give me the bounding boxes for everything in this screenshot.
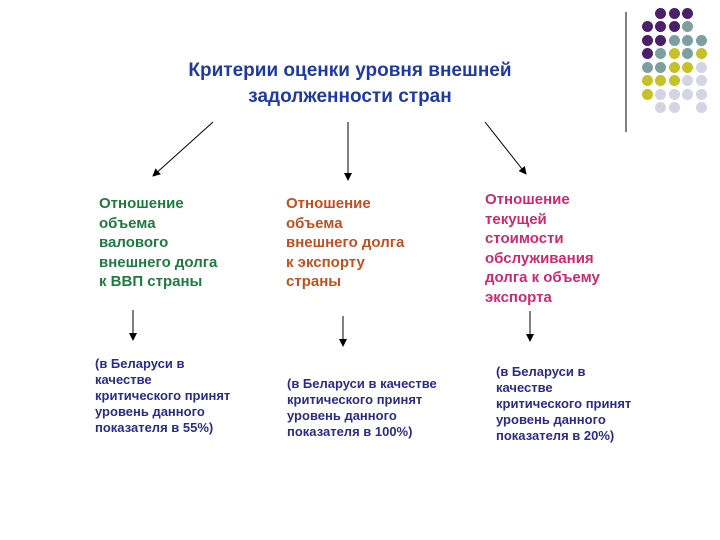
- note-threshold-20: (в Беларуси в качестве критического прин…: [496, 364, 631, 444]
- criterion-line: стоимости: [485, 230, 564, 247]
- decor-dot: [695, 34, 707, 46]
- decor-dot: [668, 88, 680, 100]
- decor-dot: [668, 34, 680, 46]
- criterion-line: объема: [286, 214, 343, 232]
- decor-dot: [668, 48, 680, 59]
- decor-dot: [655, 61, 666, 73]
- note-threshold-100: (в Беларуси в качестве критического прин…: [287, 376, 437, 440]
- note-line: уровень данного: [95, 404, 205, 419]
- note-line: качестве: [496, 380, 553, 395]
- criterion-line: внешнего долга: [286, 234, 405, 251]
- criterion-line: экспорта: [485, 288, 552, 306]
- decor-dot: [695, 88, 707, 100]
- criterion-line: долга к объему: [485, 269, 600, 286]
- decor-dot: [695, 75, 707, 86]
- note-line: уровень данного: [496, 412, 606, 427]
- note-line: критического принят: [287, 392, 423, 407]
- criterion-line: страны: [286, 273, 342, 290]
- decor-dot: [641, 21, 653, 32]
- decor-dot: [641, 75, 653, 86]
- decor-dot: [668, 61, 680, 73]
- note-line: уровень данного: [287, 408, 397, 423]
- criterion-line: обслуживания: [485, 249, 594, 267]
- note-line: показателя в 55%): [95, 420, 214, 435]
- decor-dot: [641, 48, 653, 59]
- criterion-line: к экспорту: [286, 253, 365, 271]
- decor-dot: [695, 61, 707, 73]
- decor-dot: [682, 61, 693, 73]
- criterion-line: объема: [99, 214, 156, 232]
- decor-dot: [668, 102, 680, 113]
- decor-dot: [655, 34, 666, 46]
- note-line: (в Беларуси в качестве: [287, 376, 437, 391]
- decor-dot: [655, 102, 666, 113]
- note-line: (в Беларуси в: [496, 364, 586, 379]
- title-line-1: Критерии оценки уровня внешней: [188, 60, 512, 81]
- criterion-line: внешнего долга: [99, 253, 218, 271]
- note-line: (в Беларуси в: [95, 356, 185, 371]
- title-line-2: задолженности стран: [248, 86, 452, 107]
- criterion-line: Отношение: [99, 195, 184, 212]
- note-line: показателя в 20%): [496, 428, 615, 443]
- decor-dot: [668, 21, 680, 32]
- note-line: качестве: [95, 372, 152, 387]
- decor-dot: [682, 75, 693, 86]
- criterion-gdp-ratio: Отношение объема валового внешнего долга…: [99, 194, 217, 292]
- diagram-title: Критерии оценки уровня внешней задолженн…: [150, 58, 550, 110]
- decor-dot: [655, 21, 666, 32]
- criterion-line: Отношение: [485, 191, 570, 208]
- decor-dot: [655, 48, 666, 59]
- decor-dot: [641, 61, 653, 73]
- criterion-export-ratio: Отношение объема внешнего долга к экспор…: [286, 194, 404, 292]
- criterion-line: Отношение: [286, 195, 371, 212]
- note-line: критического принят: [496, 396, 632, 411]
- decor-dot: [668, 7, 680, 19]
- criterion-line: текущей: [485, 210, 547, 228]
- decor-dot: [641, 34, 653, 46]
- decor-dot: [641, 88, 653, 100]
- decor-dot: [682, 34, 693, 46]
- criterion-line: к ВВП страны: [99, 273, 203, 290]
- note-line: критического принят: [95, 388, 231, 403]
- arrow-title-to-criterion-1: [152, 121, 214, 177]
- note-line: показателя в 100%): [287, 424, 413, 439]
- decor-dot: [682, 48, 693, 59]
- decor-dot: [668, 75, 680, 86]
- decor-dot: [682, 88, 693, 100]
- arrow-title-to-criterion-3: [484, 121, 527, 175]
- note-threshold-55: (в Беларуси в качестве критического прин…: [95, 356, 230, 436]
- decor-dot: [655, 7, 666, 19]
- decor-dot: [695, 102, 707, 113]
- decor-dot: [682, 7, 693, 19]
- decor-dot: [655, 75, 666, 86]
- decor-dot: [655, 88, 666, 100]
- criterion-debt-service-ratio: Отношение текущей стоимости обслуживания…: [485, 190, 600, 307]
- criterion-line: валового: [99, 234, 169, 251]
- decor-dot: [682, 21, 693, 32]
- decor-dot: [695, 48, 707, 59]
